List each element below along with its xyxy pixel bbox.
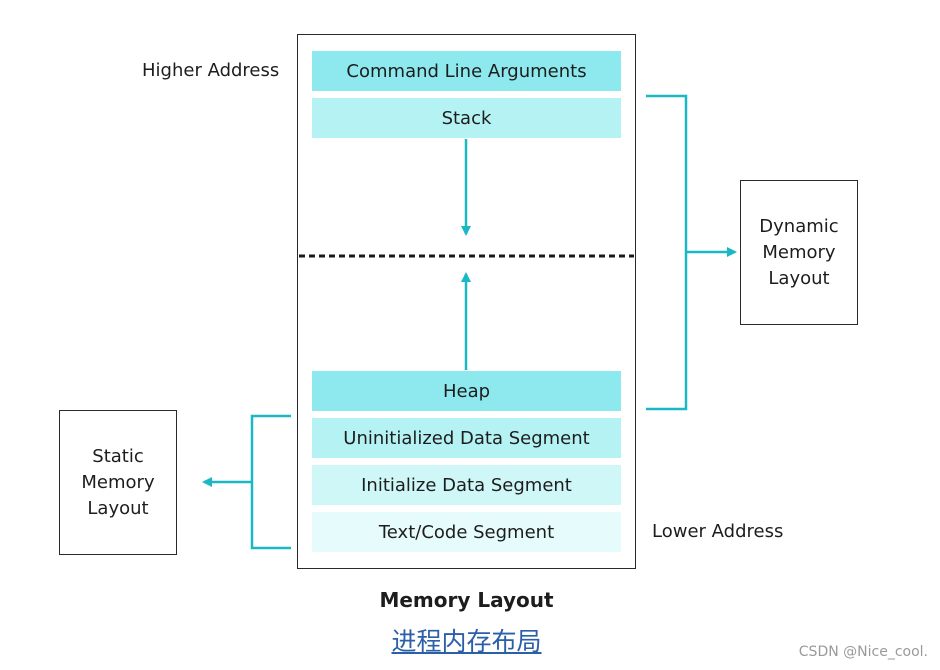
segment-initialized-data-label: Initialize Data Segment [361, 474, 572, 496]
diagram-title: Memory Layout [379, 588, 554, 612]
dynamic-box-line-3: Layout [768, 267, 830, 289]
segment-heap: Heap [312, 371, 621, 411]
segment-command-line-arguments: Command Line Arguments [312, 51, 621, 91]
segment-uninitialized-data-label: Uninitialized Data Segment [343, 427, 590, 449]
memory-layout-frame [297, 34, 636, 569]
caption-link-text[interactable]: 进程内存布局 [391, 627, 542, 656]
lower-address-label: Lower Address [652, 521, 784, 542]
caption-link[interactable]: 进程内存布局 [297, 622, 636, 658]
segment-heap-label: Heap [442, 380, 491, 402]
static-box-line-2: Memory [81, 471, 155, 493]
watermark: CSDN @Nice_cool. [798, 644, 928, 660]
segment-uninitialized-data: Uninitialized Data Segment [312, 418, 621, 458]
dynamic-box-line-1: Dynamic [759, 215, 839, 237]
segment-text-code-label: Text/Code Segment [378, 521, 555, 543]
higher-address-label: Higher Address [142, 60, 280, 81]
static-box-line-3: Layout [87, 497, 149, 519]
dynamic-box-line-2: Memory [762, 241, 836, 263]
segment-initialized-data: Initialize Data Segment [312, 465, 621, 505]
dynamic-memory-layout-box: Dynamic Memory Layout [740, 180, 858, 325]
static-box-line-1: Static [92, 445, 144, 467]
segment-stack-label: Stack [441, 107, 492, 129]
dynamic-bracket [646, 94, 688, 411]
static-bracket [250, 414, 291, 550]
static-memory-layout-box: Static Memory Layout [59, 410, 177, 555]
segment-stack: Stack [312, 98, 621, 138]
segment-text-code: Text/Code Segment [312, 512, 621, 552]
segment-command-line-arguments-label: Command Line Arguments [346, 60, 587, 82]
